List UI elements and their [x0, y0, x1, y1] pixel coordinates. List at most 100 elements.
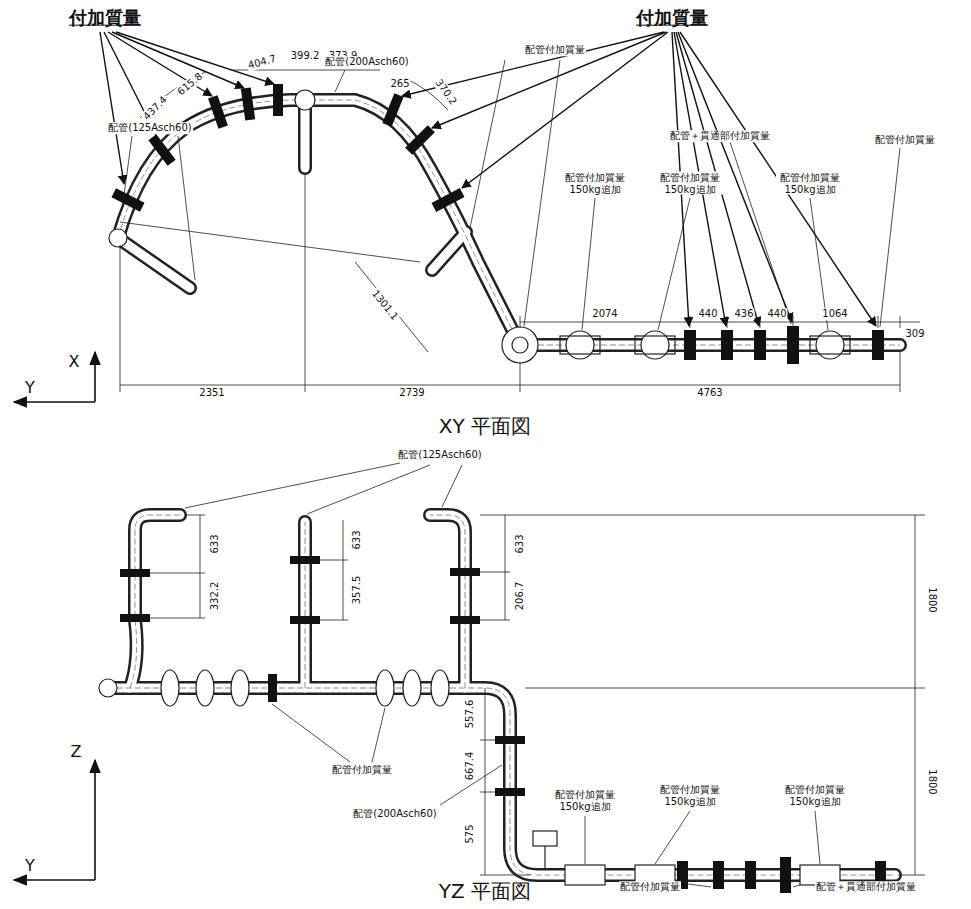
added-mass-block	[208, 95, 228, 129]
leader-line	[178, 136, 195, 280]
dimension-line	[120, 222, 420, 262]
pipe-outline	[108, 100, 900, 875]
added-mass-block	[450, 616, 480, 624]
pipe-fitting	[109, 229, 127, 247]
dimension-line	[480, 515, 925, 516]
dimension-line	[480, 572, 510, 573]
leader-line	[655, 811, 690, 864]
dimension-line	[520, 322, 920, 323]
added-mass-block	[745, 861, 756, 889]
pipe-fitting	[565, 865, 605, 885]
added-mass-block	[290, 556, 320, 564]
axis-label: Y	[24, 857, 36, 875]
dimension-value: 2351	[198, 387, 225, 399]
added-mass-block	[120, 556, 886, 893]
dimension-value: 633	[351, 529, 363, 550]
callout-heading: 付加質量	[635, 8, 709, 29]
pipe-fitting	[560, 336, 600, 354]
added-mass-block	[120, 569, 150, 577]
part-label: 配管付加質量	[619, 881, 681, 893]
pipe-spec: 配管(125Asch60)	[397, 449, 483, 461]
part-label: 配管付加質量 150kg追加	[781, 784, 849, 807]
pipe-fitting	[231, 670, 249, 706]
dimension-line	[150, 573, 205, 574]
added-mass-block	[754, 330, 766, 360]
added-mass-block	[432, 188, 465, 212]
axis-arrow	[14, 401, 95, 403]
dimension-value: 332.2	[209, 581, 221, 612]
pipe-fitting	[816, 331, 844, 359]
pipe-fitting	[502, 327, 538, 363]
pipe-inner	[432, 232, 466, 270]
dimension-line	[520, 362, 521, 392]
dimension-value: 265	[389, 78, 410, 90]
pipe-centerline	[108, 100, 900, 875]
pipe-spec: 配管(125Asch60)	[107, 122, 193, 134]
pipe-inner	[108, 688, 895, 875]
leader-line	[585, 816, 586, 864]
added-mass-block	[405, 125, 435, 155]
dimension-value: 615.8	[175, 70, 206, 99]
leader-line	[470, 60, 505, 228]
dimension-value: 436	[733, 308, 754, 320]
pipe-centerline	[130, 515, 180, 688]
dimension-line	[320, 620, 348, 621]
dimension-value: 2074	[591, 308, 618, 320]
dimension-value: 206.7	[514, 581, 526, 612]
pipe-inner	[130, 515, 180, 688]
pipe-inner	[108, 100, 900, 875]
pipe-inner	[430, 515, 465, 688]
dimension-value: 1301.1	[369, 287, 401, 323]
dimension-line	[480, 620, 510, 621]
leader-line	[815, 811, 820, 864]
dimension-line	[120, 385, 900, 386]
dimension-value: 309	[904, 328, 925, 340]
added-mass-block	[495, 736, 525, 744]
part-label: 配管付加質量	[524, 44, 586, 56]
dimension-value: 1064	[821, 308, 848, 320]
pipe-outline	[130, 515, 180, 688]
added-mass-block	[120, 614, 150, 622]
dimension-line	[480, 875, 530, 876]
pipe-outline	[108, 688, 895, 875]
dimension-line	[915, 515, 916, 875]
leader-line	[335, 70, 345, 92]
leader-line	[688, 884, 711, 887]
pipe-fitting	[196, 670, 214, 706]
dimension-value: 2739	[398, 387, 425, 399]
leader-line	[793, 885, 800, 887]
pipe-outline	[118, 100, 520, 345]
leader-line	[524, 60, 560, 326]
dimension-line	[320, 560, 348, 561]
added-mass-arrow	[100, 32, 124, 184]
leader-line	[880, 148, 900, 327]
dimension-value: 440	[766, 308, 787, 320]
added-mass-block	[684, 330, 696, 360]
axis-arrow	[14, 879, 95, 881]
dimension-value: 633	[514, 533, 526, 554]
dimension-line	[727, 316, 728, 328]
part-label: 配管付加質量	[331, 764, 393, 776]
added-mass-arrow	[100, 32, 876, 326]
pipe-centerline	[118, 100, 520, 345]
added-mass-block	[780, 857, 791, 893]
dimension-line	[878, 316, 879, 328]
dimension-line	[898, 875, 925, 876]
added-mass-block	[495, 788, 525, 796]
pipe-centerline	[305, 522, 306, 688]
dimension-line	[793, 316, 794, 328]
part-label: 配管付加質量 150kg追加	[776, 172, 844, 195]
dimension-line	[200, 515, 201, 618]
pipe-centerline	[430, 515, 465, 688]
added-mass-block	[787, 326, 799, 364]
pipe-outline	[118, 238, 190, 288]
part-label: 配管付加質量 150kg追加	[551, 789, 619, 812]
pipe-fitting	[533, 831, 557, 846]
pipe-fitting	[161, 670, 179, 706]
pipe-fitting	[295, 90, 315, 110]
added-mass-arrow	[108, 32, 212, 96]
pipe-fitting	[376, 670, 394, 706]
axis-label: Y	[24, 379, 36, 397]
